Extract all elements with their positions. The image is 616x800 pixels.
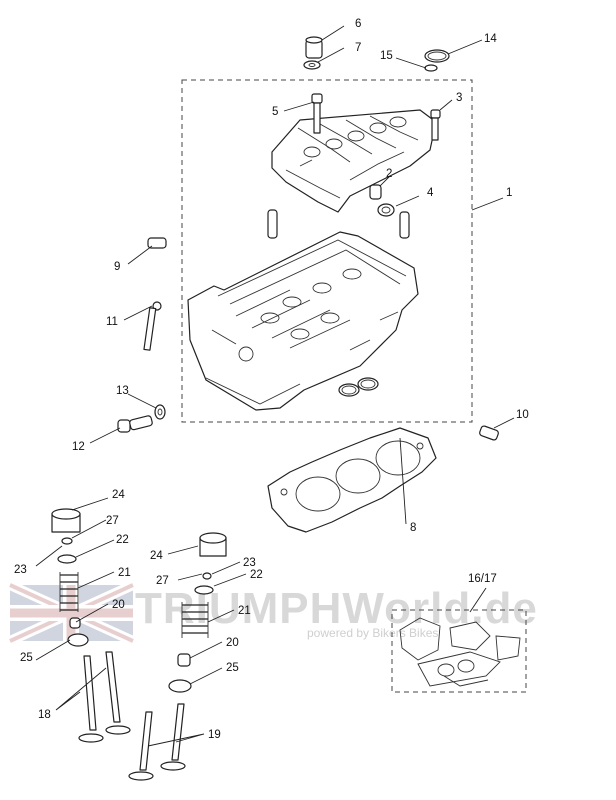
callout-1: 1 xyxy=(506,187,512,199)
bolt-11 xyxy=(143,301,162,351)
callout-22b: 22 xyxy=(250,569,263,581)
bolt-5 xyxy=(311,93,323,134)
callout-20b: 20 xyxy=(226,637,239,649)
sleeve-2 xyxy=(369,184,382,200)
callout-20a: 20 xyxy=(112,599,125,611)
tappet-bucket-24a xyxy=(51,508,81,533)
callout-23b: 23 xyxy=(243,557,256,569)
tappet-bucket-24b xyxy=(199,532,227,557)
callout-6: 6 xyxy=(355,18,361,30)
callout-10: 10 xyxy=(516,409,529,421)
sensor-12 xyxy=(117,415,153,433)
callout-27a: 27 xyxy=(106,515,119,527)
callout-23a: 23 xyxy=(14,564,27,576)
washer-13 xyxy=(154,404,166,420)
callout-21a: 21 xyxy=(118,567,131,579)
spring-21b xyxy=(181,602,209,638)
callout-3: 3 xyxy=(456,92,462,104)
callout-11: 11 xyxy=(106,316,118,328)
callout-25b: 25 xyxy=(226,662,239,674)
callout-8: 8 xyxy=(410,522,416,534)
callout-7: 7 xyxy=(355,42,361,54)
callout-22a: 22 xyxy=(116,534,129,546)
washer-7 xyxy=(303,60,321,70)
retainer-22a xyxy=(57,554,77,564)
camshaft-carrier xyxy=(271,109,437,213)
callout-13: 13 xyxy=(116,385,129,397)
callout-15: 15 xyxy=(380,50,393,62)
callout-9: 9 xyxy=(114,261,120,273)
watermark-flag xyxy=(7,580,136,646)
seat-25a xyxy=(67,633,89,647)
callout-24a: 24 xyxy=(112,489,125,501)
cylinder-head xyxy=(187,231,419,411)
valves-18 xyxy=(78,651,131,743)
callout-5: 5 xyxy=(272,106,278,118)
o-ring-15 xyxy=(424,64,438,72)
callout-12: 12 xyxy=(72,441,85,453)
callout-18: 18 xyxy=(38,709,51,721)
stud-9 xyxy=(147,237,167,249)
callout-2: 2 xyxy=(386,168,392,180)
gasket-kit xyxy=(399,617,521,687)
callout-25a: 25 xyxy=(20,652,33,664)
leader-lines xyxy=(35,25,515,747)
retainer-22b xyxy=(194,585,214,595)
callout-14: 14 xyxy=(484,33,497,45)
callout-21b: 21 xyxy=(238,605,251,617)
stud-10 xyxy=(479,425,499,441)
spring-21a xyxy=(59,572,79,612)
watermark-subtitle: powered by Bikers Bikes xyxy=(307,626,438,640)
seat-25b xyxy=(168,679,192,693)
dowel-pin-left xyxy=(267,209,278,239)
seal-4 xyxy=(377,203,395,217)
seal-20a xyxy=(69,617,81,629)
callout-4: 4 xyxy=(427,187,434,199)
head-gasket xyxy=(267,427,437,533)
valves-19 xyxy=(128,703,186,781)
o-ring-14 xyxy=(424,49,450,63)
callout-19: 19 xyxy=(208,729,221,741)
cylinder-head-assembly-box xyxy=(181,79,473,423)
callout-24b: 24 xyxy=(150,550,163,562)
callout-16-17: 16/17 xyxy=(468,573,497,585)
callout-27b: 27 xyxy=(156,575,169,587)
bolt-3 xyxy=(430,109,441,141)
sensor-6 xyxy=(305,36,323,59)
seal-20b xyxy=(177,653,191,667)
collets-27a xyxy=(61,537,73,545)
gasket-kit-box xyxy=(391,609,527,693)
collets-27b xyxy=(202,572,212,580)
dowel-pin-right xyxy=(399,211,410,239)
